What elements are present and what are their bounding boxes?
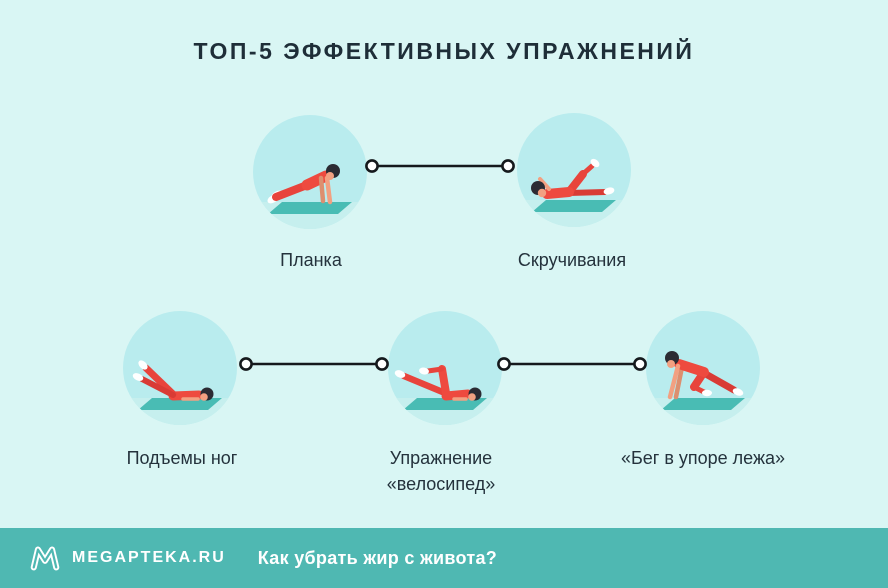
- node-ring-icon: [501, 159, 515, 173]
- footer-brand: MEGAPTEKA.RU: [72, 549, 226, 566]
- exercise-label-leg-raises: Подъемы ног: [126, 448, 238, 468]
- exercise-label-crunches: Скручивания: [517, 250, 627, 270]
- node-ring-icon: [633, 357, 647, 371]
- exercise-bubble-plank: [253, 115, 367, 229]
- connector-bicycle-to-mountain-climber: [497, 357, 647, 371]
- footer-bar: MEGAPTEKA.RU Как убрать жир с живота?: [0, 528, 888, 588]
- node-ring-icon: [239, 357, 253, 371]
- leg-raises-exercise-illustration: [123, 360, 237, 425]
- crunches-exercise-illustration: [517, 158, 631, 227]
- connector-leg-raises-to-bicycle: [239, 357, 389, 371]
- exercise-bubble-leg-raises: [123, 311, 237, 425]
- node-ring-icon: [375, 357, 389, 371]
- bicycle-exercise-illustration: [388, 365, 502, 425]
- exercise-bubble-crunches: [517, 113, 631, 227]
- node-ring-icon: [365, 159, 379, 173]
- exercise-label-plank: Планка: [280, 250, 342, 270]
- connector-plank-to-crunches: [365, 159, 515, 173]
- plank-exercise-illustration: [253, 164, 367, 229]
- megapteka-m-logo-icon: [30, 546, 60, 571]
- exercise-bubble-mountain-climber: [646, 311, 760, 425]
- mountain-climber-exercise-illustration: [646, 351, 760, 425]
- node-ring-icon: [497, 357, 511, 371]
- footer-tagline: Как убрать жир с живота?: [257, 547, 498, 568]
- exercise-label-mountain-climber: «Бег в упоре лежа»: [620, 448, 786, 468]
- page-title: ТОП-5 ЭФФЕКТИВНЫХ УПРАЖНЕНИЙ: [193, 38, 695, 64]
- exercise-label-bicycle: Упражнение «велосипед»: [386, 448, 496, 494]
- exercise-bubble-bicycle: [388, 311, 502, 425]
